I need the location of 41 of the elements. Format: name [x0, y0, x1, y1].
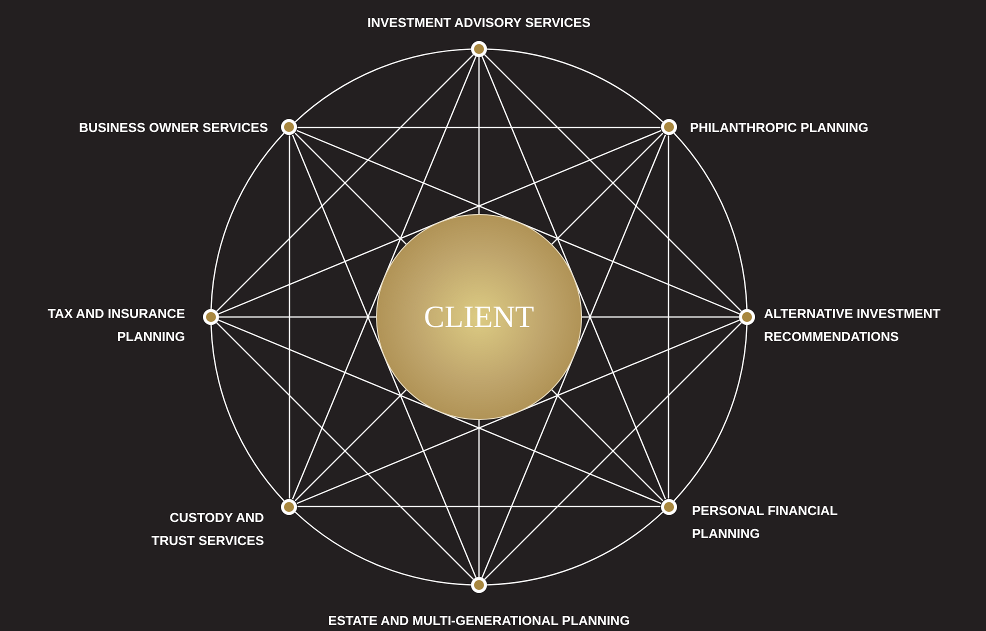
- ring-arc: [486, 512, 664, 586]
- service-label: BUSINESS OWNER SERVICES: [78, 119, 268, 137]
- service-label: PERSONAL FINANCIAL PLANNING: [692, 502, 838, 543]
- connector-line: [478, 57, 480, 214]
- connector-line: [288, 136, 290, 498]
- connector-line: [298, 506, 660, 508]
- service-label: ESTATE AND MULTI-GENERATIONAL PLANNING: [327, 612, 631, 630]
- service-dot: [660, 119, 676, 136]
- connector-line: [551, 389, 664, 502]
- connector-line: [582, 316, 739, 318]
- connector-line: [668, 136, 670, 498]
- service-label: INVESTMENT ADVISORY SERVICES: [366, 14, 592, 32]
- connector-line: [478, 420, 480, 577]
- service-dot: [471, 41, 487, 57]
- service-label: PHILANTHROPIC PLANNING: [690, 119, 870, 137]
- connector-line: [484, 322, 742, 580]
- ring-arc: [674, 132, 748, 310]
- connector-line: [219, 316, 376, 318]
- connector-line: [551, 132, 664, 245]
- node-label: CLIENT: [424, 299, 534, 335]
- ring-arc: [674, 324, 748, 502]
- connector-line: [484, 54, 742, 312]
- service-label: TAX AND INSURANCE PLANNING: [46, 305, 185, 346]
- ring-arc: [294, 48, 472, 122]
- connector-line: [294, 132, 407, 245]
- service-dot: [281, 498, 298, 514]
- connector-line: [216, 322, 474, 580]
- ring-arc: [294, 512, 472, 586]
- connector-line: [298, 126, 660, 128]
- service-dot: [203, 309, 219, 325]
- connector-line: [216, 54, 474, 312]
- ring-arc: [210, 132, 284, 310]
- service-dot: [660, 498, 676, 514]
- ring-arc: [210, 324, 284, 502]
- service-label: ALTERNATIVE INVESTMENT RECOMMENDATIONS: [764, 305, 942, 346]
- service-dot: [739, 309, 755, 325]
- service-label: CUSTODY AND TRUST SERVICES: [150, 509, 264, 550]
- ring-arc: [486, 48, 664, 122]
- connector-line: [294, 389, 407, 502]
- service-dot: [471, 577, 487, 593]
- service-dot: [281, 119, 298, 136]
